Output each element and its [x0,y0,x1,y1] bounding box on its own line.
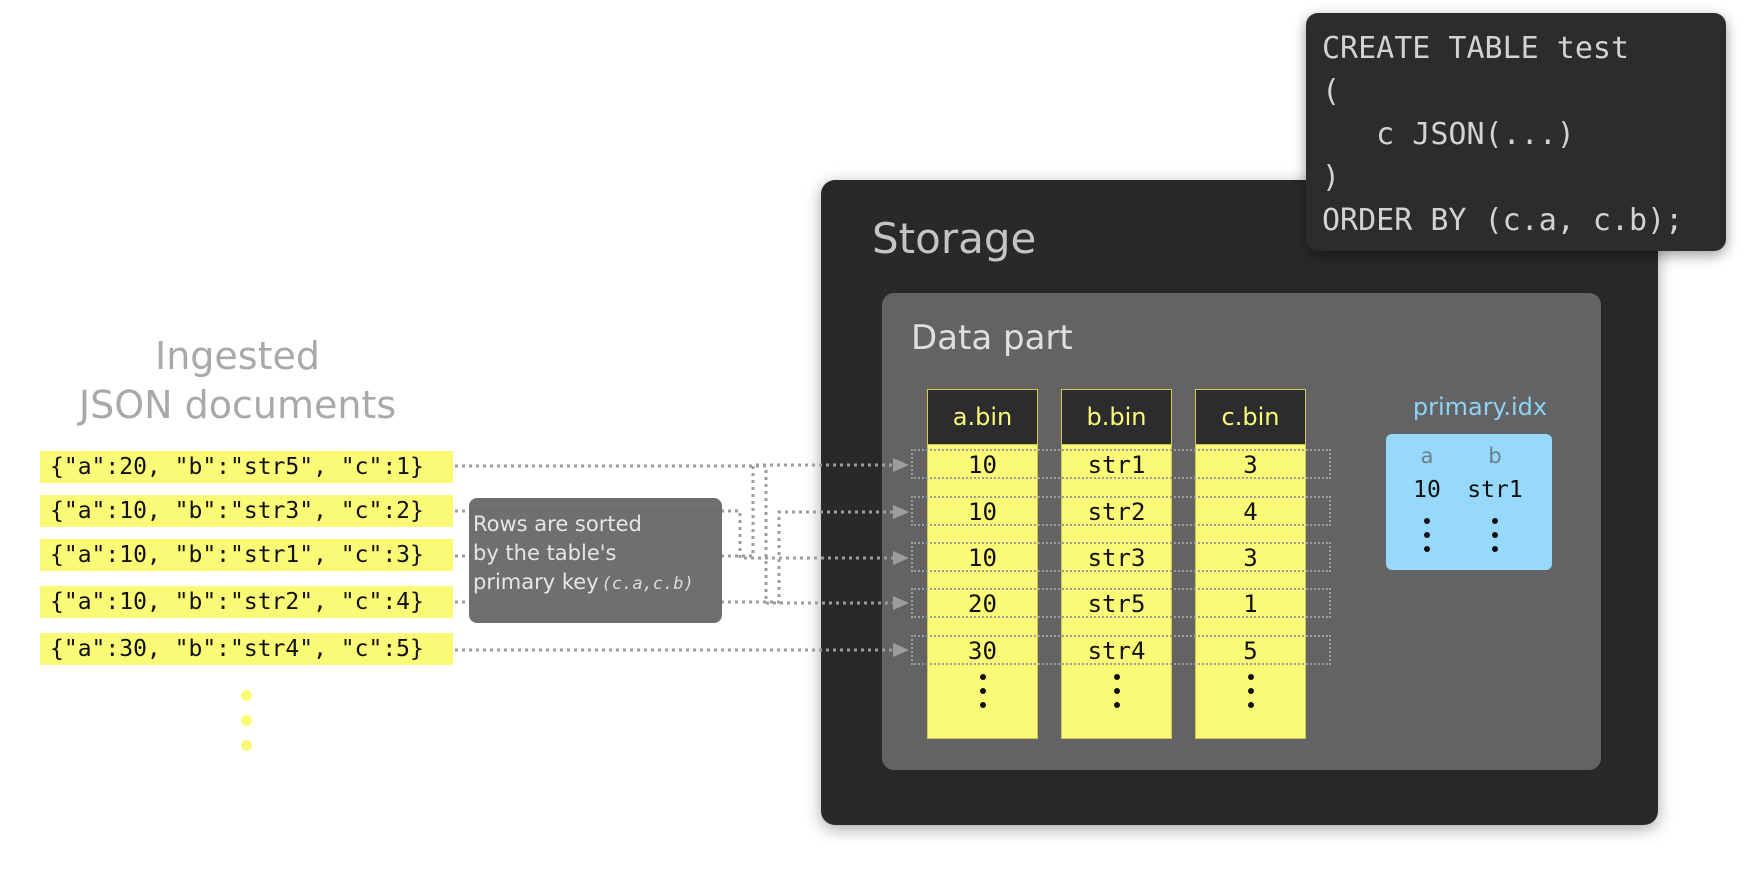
ingested-title-line2: JSON documents [78,383,397,427]
row-outline [911,496,1331,526]
vertical-ellipsis-icon [979,674,986,716]
column-cell: 10 [968,544,997,572]
primary-idx-header-a: a [1420,444,1434,468]
primary-idx-value-a: 10 [1413,477,1441,503]
data-part-title: Data part [911,318,1073,358]
column-cell: 10 [968,498,997,526]
sql-line: ( [1322,74,1341,109]
json-document: {"a":10, "b":"str1", "c":3} [40,539,453,571]
arrow-head-icon [893,505,909,519]
continuation-dot [241,715,252,726]
column-cell: 20 [968,590,997,618]
vertical-ellipsis-icon [1113,674,1120,716]
row-outline [911,588,1331,618]
sort-note-line3-text: primary key [473,570,599,594]
column-a-bin: a.bin 10 10 10 20 30 [927,389,1038,739]
sql-line: c JSON(...) [1322,117,1575,152]
column-header: b.bin [1062,390,1171,445]
continuation-dot [241,740,252,751]
arrow-head-icon [893,596,909,610]
json-document: {"a":10, "b":"str2", "c":4} [40,586,453,618]
column-cell: str2 [1087,498,1146,526]
row-outline [911,635,1331,665]
sort-note-line2: by the table's [473,541,617,565]
column-cell: str4 [1087,637,1146,665]
sql-line: CREATE TABLE test [1322,31,1630,66]
column-header: a.bin [928,390,1037,445]
connector-line [455,464,893,605]
primary-idx-value-b: str1 [1467,477,1523,503]
column-cell: 3 [1243,544,1258,572]
primary-idx-box: a b 10 str1 [1386,434,1552,570]
sort-note-line1: Rows are sorted [473,512,642,536]
json-document: {"a":30, "b":"str4", "c":5} [40,633,453,665]
column-cell: 5 [1243,637,1258,665]
vertical-ellipsis-icon [1424,518,1430,560]
column-cell: str1 [1087,451,1146,479]
column-b-bin: b.bin str1 str2 str3 str5 str4 [1061,389,1172,739]
json-document: {"a":10, "b":"str3", "c":2} [40,495,453,527]
column-cell: 10 [968,451,997,479]
sql-line: ORDER BY (c.a, c.b); [1322,203,1684,238]
row-outline [911,449,1331,479]
sort-note: Rows are sorted by the table's primary k… [469,498,722,623]
vertical-ellipsis-icon [1247,674,1254,716]
continuation-dot [241,690,252,701]
sort-note-key: (c.a,c.b) [601,574,694,594]
row-outline [911,542,1331,572]
sql-line: ) [1322,160,1341,195]
sql-code-box: CREATE TABLE test ( c JSON(...) ) ORDER … [1306,13,1726,251]
column-header: c.bin [1196,390,1305,445]
column-cell: str3 [1087,544,1146,572]
arrow-head-icon [893,643,909,657]
ingested-title-line1: Ingested [155,334,320,378]
json-document: {"a":20, "b":"str5", "c":1} [40,451,453,483]
column-c-bin: c.bin 3 4 3 1 5 [1195,389,1306,739]
sort-note-line3: primary key(c.a,c.b) [473,568,722,599]
column-cell: 30 [968,637,997,665]
storage-title: Storage [872,214,1037,263]
column-cell: 3 [1243,451,1258,479]
column-cell: 1 [1243,590,1258,618]
primary-idx-title: primary.idx [1412,393,1548,421]
arrow-head-icon [893,551,909,565]
vertical-ellipsis-icon [1492,518,1498,560]
arrow-head-icon [893,458,909,472]
primary-idx-header-b: b [1488,444,1502,468]
ingested-title: Ingested JSON documents [50,332,425,430]
column-cell: 4 [1243,498,1258,526]
column-cell: str5 [1087,590,1146,618]
